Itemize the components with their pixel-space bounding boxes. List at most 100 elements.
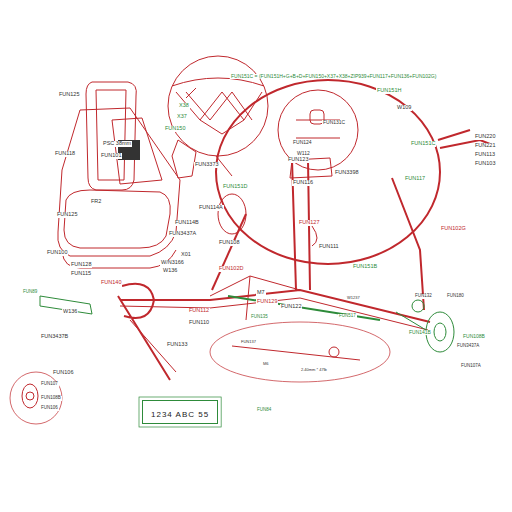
part-label: FUN151B bbox=[352, 264, 378, 270]
part-label: FUN101 bbox=[100, 153, 122, 159]
axle-inset bbox=[210, 322, 390, 382]
part-label: FUN103 bbox=[474, 161, 496, 167]
part-label: FUN221 bbox=[474, 143, 496, 149]
part-label: W136 bbox=[162, 268, 178, 274]
part-label: FUN89 bbox=[22, 290, 38, 295]
part-label: FUN84 bbox=[256, 408, 272, 413]
chassis-beam bbox=[120, 290, 430, 322]
part-label: FUN108B bbox=[40, 396, 62, 401]
part-label: PSC 38mm bbox=[102, 141, 132, 147]
front-frame bbox=[118, 284, 170, 380]
seat-panel bbox=[112, 118, 162, 184]
seat-shell bbox=[58, 108, 180, 256]
part-label: FUN517 bbox=[338, 314, 357, 319]
wheel-inset bbox=[10, 372, 62, 424]
part-label: FUN108 bbox=[218, 240, 240, 246]
ring-frame bbox=[216, 80, 440, 264]
part-label: FUN133 bbox=[166, 342, 188, 348]
part-label: M7 bbox=[256, 290, 266, 296]
part-label: FUN3437B bbox=[40, 334, 69, 340]
part-label: FUN141B bbox=[408, 330, 432, 335]
rear-bolt bbox=[412, 300, 424, 312]
part-label: FUN110 bbox=[188, 320, 210, 326]
part-label: FUN106 bbox=[40, 406, 59, 411]
rear-tube bbox=[392, 178, 424, 310]
ring-detail bbox=[278, 90, 358, 170]
part-label: FUN102G bbox=[440, 226, 467, 232]
part-label: FUN125 bbox=[58, 92, 80, 98]
seat-back bbox=[86, 82, 136, 190]
part-label: FUN128 bbox=[70, 262, 92, 268]
part-label: FUN127 bbox=[298, 220, 320, 226]
part-label: FUN151C = (FUN151H+G+B+D+FUN150+X37+X38+… bbox=[230, 74, 437, 79]
part-label: FUN114A bbox=[198, 205, 224, 211]
part-label: FUN113 bbox=[474, 152, 496, 158]
chassis-beam-lower bbox=[120, 298, 428, 330]
seat-rim bbox=[62, 250, 176, 268]
part-label: W/N3166 bbox=[160, 260, 185, 266]
green-spar bbox=[228, 296, 380, 320]
wheel-inset-hub bbox=[26, 392, 34, 400]
licence-plate: 1234 ABC 55 bbox=[142, 400, 218, 424]
front-wheel bbox=[218, 194, 246, 234]
plate-text: 1234 ABC 55 bbox=[151, 410, 209, 419]
part-label: FUN135 bbox=[250, 315, 269, 320]
part-label: FUN122 bbox=[280, 304, 302, 310]
part-label: FUN117 bbox=[404, 176, 426, 182]
part-label: FUN100 bbox=[46, 250, 68, 256]
part-label: FUN106 bbox=[52, 370, 74, 376]
part-label: FUN115 bbox=[70, 271, 92, 277]
part-label: FUN131C bbox=[322, 120, 346, 125]
part-label: W112 bbox=[296, 151, 311, 156]
plate-frame bbox=[139, 397, 221, 427]
part-label: FUN125 bbox=[56, 212, 78, 218]
part-label: M6 bbox=[262, 362, 270, 366]
spare-bar bbox=[40, 296, 92, 314]
part-label: X01 bbox=[180, 252, 192, 258]
part-label: FUN150 bbox=[164, 126, 186, 132]
part-label: FUN220 bbox=[474, 134, 496, 140]
part-label: FUN118 bbox=[54, 151, 76, 157]
part-label: FUN3437A bbox=[456, 344, 480, 349]
part-label: W136 bbox=[62, 309, 78, 315]
part-label: X38 bbox=[178, 103, 190, 109]
part-label: FUN151C bbox=[410, 141, 436, 147]
part-label: FUN132 bbox=[414, 294, 433, 299]
part-label: FUN112 bbox=[188, 308, 210, 314]
cone-part bbox=[172, 140, 196, 178]
part-label: FUN3398 bbox=[334, 170, 360, 176]
part-label: 2.40mm * 47lb bbox=[300, 368, 328, 372]
mast-clamp bbox=[312, 226, 317, 246]
part-label: FUN111 bbox=[318, 244, 340, 250]
seat-base bbox=[64, 190, 170, 248]
detail-circle bbox=[168, 56, 268, 156]
part-label: FUN3373 bbox=[194, 162, 220, 168]
part-label: FR2 bbox=[90, 199, 102, 205]
part-label: FUN151D bbox=[222, 184, 248, 190]
part-label: FUN123 bbox=[287, 157, 309, 163]
rear-hub bbox=[434, 323, 446, 341]
part-label: FUN180 bbox=[446, 294, 465, 299]
wheel-inset-tyre bbox=[22, 384, 38, 408]
part-label: FUN116 bbox=[292, 180, 314, 186]
axle-inset-nut bbox=[329, 347, 339, 357]
rear-axle bbox=[396, 312, 426, 330]
part-label: W109 bbox=[396, 105, 412, 111]
axle-inset-shaft bbox=[232, 346, 360, 360]
part-label: W1237 bbox=[346, 296, 361, 300]
part-label: FUN108B bbox=[462, 334, 486, 339]
part-label: FUN140 bbox=[100, 280, 122, 286]
part-label: FUN114B bbox=[174, 220, 200, 226]
part-label: FUN124 bbox=[292, 140, 313, 145]
seat-cushion bbox=[96, 90, 126, 180]
chassis-brace bbox=[210, 276, 300, 320]
part-label: FUN107A bbox=[460, 364, 482, 369]
part-label: X37 bbox=[176, 114, 188, 120]
part-label: FUN107 bbox=[40, 382, 59, 387]
fork bbox=[212, 214, 246, 290]
part-label: FUN3437A bbox=[168, 231, 197, 237]
part-label: FUN129 bbox=[256, 299, 278, 305]
part-label: FUN102D bbox=[218, 266, 244, 272]
part-label: FUN137 bbox=[240, 340, 257, 344]
part-label: FUN151H bbox=[376, 88, 402, 94]
